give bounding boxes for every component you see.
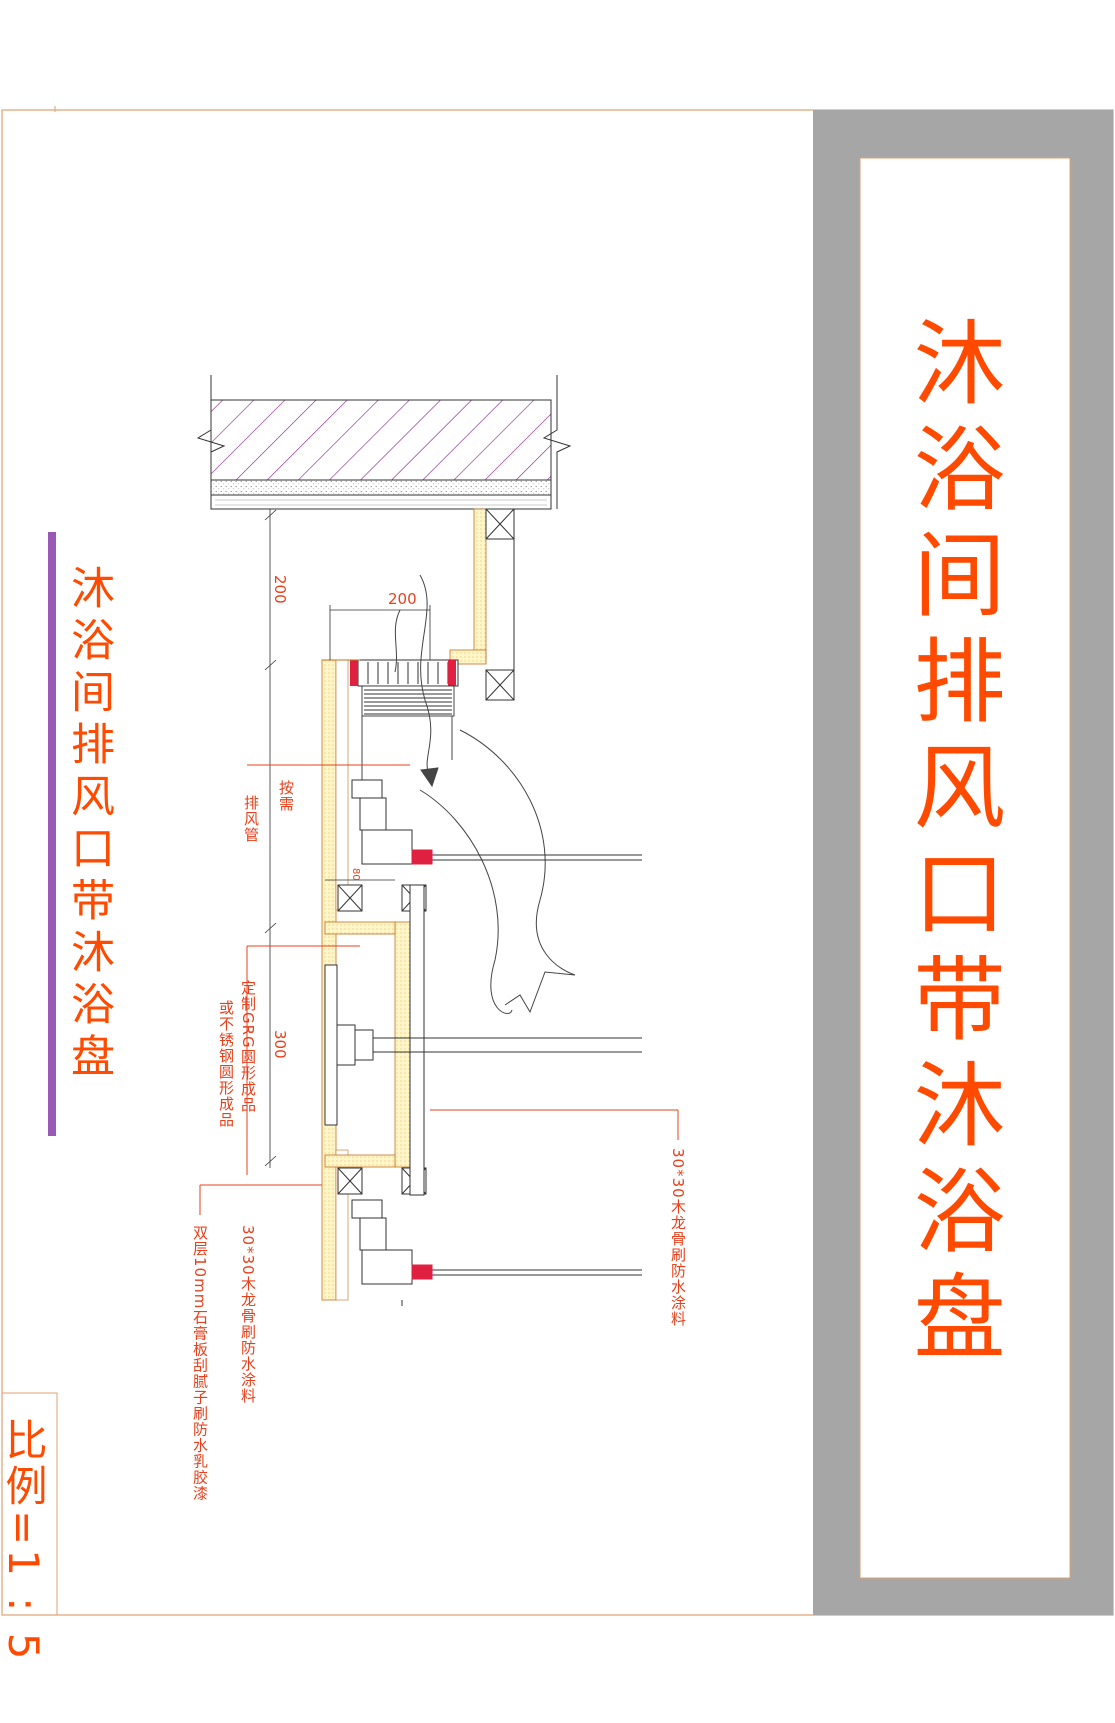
shower-housing [324,884,425,1196]
dim-80: 80 [350,868,361,881]
main-title: 沐浴间排风口带沐浴盘 [898,315,1005,1375]
scale-box [1,1392,58,1616]
side-title: 沐浴间排风口带沐浴盘 [63,565,114,1085]
label-gypsum: 双层10mm石膏板刮腻子刷防水乳胶漆 [191,1225,209,1502]
dim-vertical-200: 200 [271,575,289,604]
airflow-arrows [394,574,576,1014]
dim-vertical-300: 300 [271,1030,289,1059]
label-grg-line1: 定制GRG圆形成品 [239,980,257,1113]
label-exhaust-pipe: 排风管 [242,795,260,843]
leader-lines [199,764,679,1215]
shower-disc [324,964,642,1126]
accent-bar [48,532,56,1136]
ceiling-slab [196,375,572,510]
hanger-rods [351,779,642,1306]
dimension-lines [264,509,431,1168]
exhaust-pipe [361,685,455,830]
exhaust-duct [449,508,515,701]
label-grg-line2: 或不锈钢圆形成品 [217,1000,235,1128]
dim-horizontal-200: 200 [388,590,417,608]
scale-label: 比例=1 : 5 [0,1418,48,1664]
vent-grille [350,659,459,687]
title-panel [859,157,1071,1579]
label-button: 按需 [277,780,295,812]
label-keel-left: 30*30木龙骨刷防水涂料 [239,1225,257,1404]
label-keel-right: 30*30木龙骨刷防水涂料 [669,1148,687,1327]
